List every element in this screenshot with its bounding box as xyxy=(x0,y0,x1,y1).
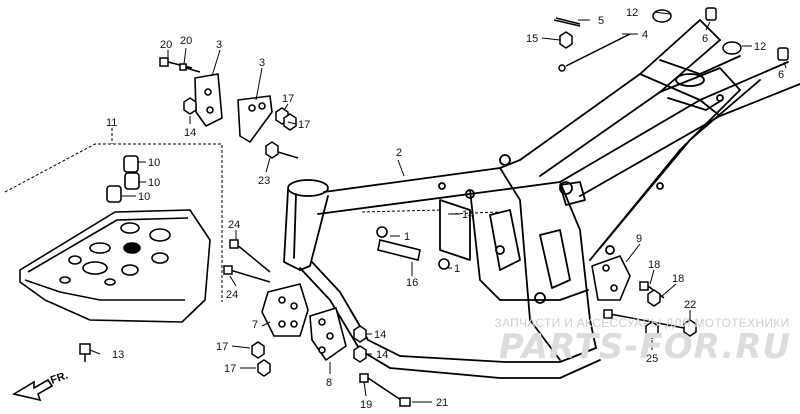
main-frame xyxy=(283,19,800,379)
callout-labels: 20 20 3 14 3 17 17 5 12 6 15 4 12 6 11 1… xyxy=(106,7,784,411)
callout-10a: 10 xyxy=(148,157,160,169)
callout-18b: 18 xyxy=(672,273,684,285)
engine-hanger-brackets xyxy=(194,73,631,361)
callout-19: 19 xyxy=(360,399,372,411)
breather-hose xyxy=(376,226,450,270)
leader-lines xyxy=(89,11,787,403)
callout-2: 2 xyxy=(396,147,402,159)
callout-12a: 12 xyxy=(626,7,638,19)
callout-14b: 14 xyxy=(462,209,474,221)
callout-17a: 17 xyxy=(282,93,294,105)
callout-1b: 1 xyxy=(454,263,460,275)
callout-16: 16 xyxy=(406,277,418,289)
callout-23: 23 xyxy=(258,175,270,187)
callout-14a: 14 xyxy=(184,127,196,139)
callout-14c: 14 xyxy=(374,329,386,341)
callout-24b: 24 xyxy=(226,289,238,301)
front-direction-label: FR. xyxy=(49,369,70,386)
callout-11: 11 xyxy=(106,117,117,129)
callout-5: 5 xyxy=(598,15,604,27)
callout-10c: 10 xyxy=(138,191,150,203)
callout-9: 9 xyxy=(636,233,642,245)
callout-4: 4 xyxy=(642,29,648,41)
callout-18a: 18 xyxy=(648,259,660,271)
callout-10b: 10 xyxy=(148,177,160,189)
callout-20b: 20 xyxy=(180,35,192,47)
skid-plate-group-outline xyxy=(4,128,223,302)
callout-14d: 14 xyxy=(376,349,388,361)
rubber-dampers xyxy=(106,155,140,203)
callout-3b: 3 xyxy=(259,57,265,69)
watermark-logo-text: PARTS-FOR.RU xyxy=(500,327,790,366)
callout-1a: 1 xyxy=(404,231,410,243)
callout-6b: 6 xyxy=(778,69,784,81)
watermark-logo: PARTS-FOR.RU xyxy=(500,327,790,366)
callout-17d: 17 xyxy=(224,363,236,375)
front-arrow-icon xyxy=(11,378,54,402)
callout-8: 8 xyxy=(326,377,332,389)
callout-20a: 20 xyxy=(160,39,172,51)
callout-7: 7 xyxy=(252,319,258,331)
callout-3a: 3 xyxy=(216,39,222,51)
callout-13: 13 xyxy=(112,349,124,361)
callout-15: 15 xyxy=(526,33,538,45)
skid-plate xyxy=(19,209,211,323)
callout-12b: 12 xyxy=(754,41,766,53)
callout-17c: 17 xyxy=(216,341,228,353)
watermark-text: ЗАПЧАСТИ И АКСЕССУАРЫ ДЛЯ МОТОТЕХНИКИ xyxy=(494,316,790,330)
callout-17b: 17 xyxy=(298,119,310,131)
callout-24a: 24 xyxy=(228,219,240,231)
callout-25: 25 xyxy=(646,353,658,365)
callout-22: 22 xyxy=(684,299,696,311)
callout-6a: 6 xyxy=(702,33,708,45)
guide-lines xyxy=(361,209,501,215)
callout-21: 21 xyxy=(436,397,448,409)
front-direction-marker: FR. xyxy=(11,369,70,402)
